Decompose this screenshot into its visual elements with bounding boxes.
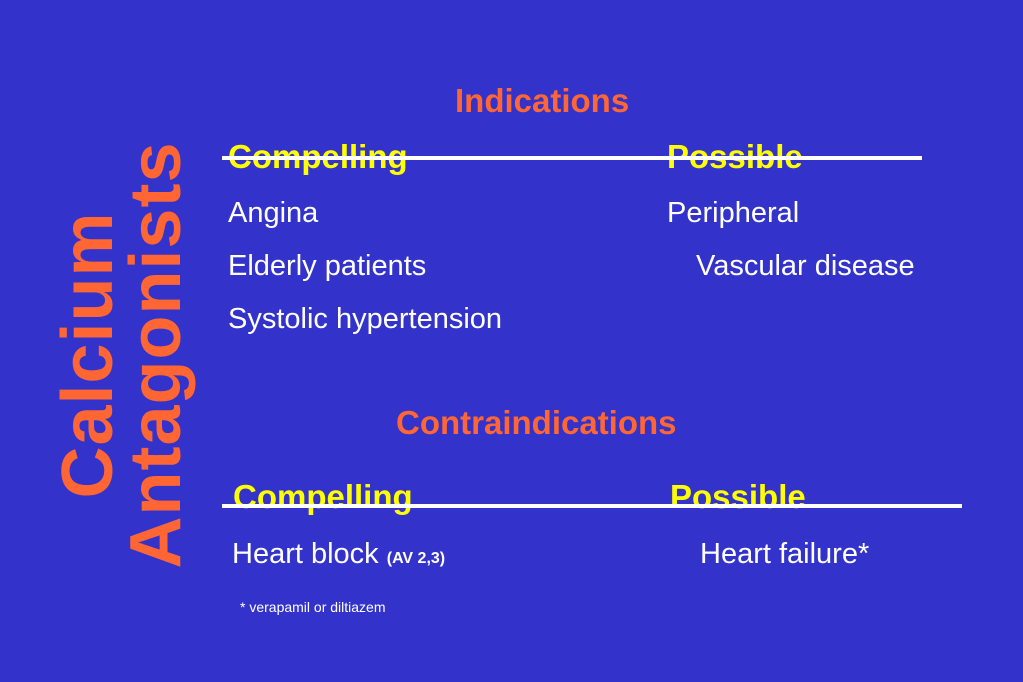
indications-compelling-item: Elderly patients <box>228 250 427 282</box>
vertical-title-line1: Calcium <box>48 211 128 499</box>
contraindications-divider <box>222 504 962 508</box>
contraindications-title: Contraindications <box>396 404 677 441</box>
indications-possible-item: Peripheral <box>667 197 800 229</box>
indications-divider <box>222 156 922 160</box>
contraindications-possible-item: Heart failure* <box>700 538 870 570</box>
heart-block-note: (AV 2,3) <box>386 550 446 567</box>
indications-compelling-item: Angina <box>228 197 319 229</box>
contraindications-compelling-item: Heart block (AV 2,3) <box>232 537 445 576</box>
contraindications-compelling-header: Compelling <box>233 478 413 515</box>
indications-title: Indications <box>455 82 630 119</box>
vertical-title-line2: Antagonists <box>116 141 196 569</box>
footnote: * verapamil or diltiazem <box>240 599 386 615</box>
indications-compelling-item: Systolic hypertension <box>228 303 503 335</box>
heart-block-label: Heart block <box>232 538 379 570</box>
contraindications-possible-header: Possible <box>670 478 806 515</box>
indications-possible-item: Vascular disease <box>696 250 915 282</box>
